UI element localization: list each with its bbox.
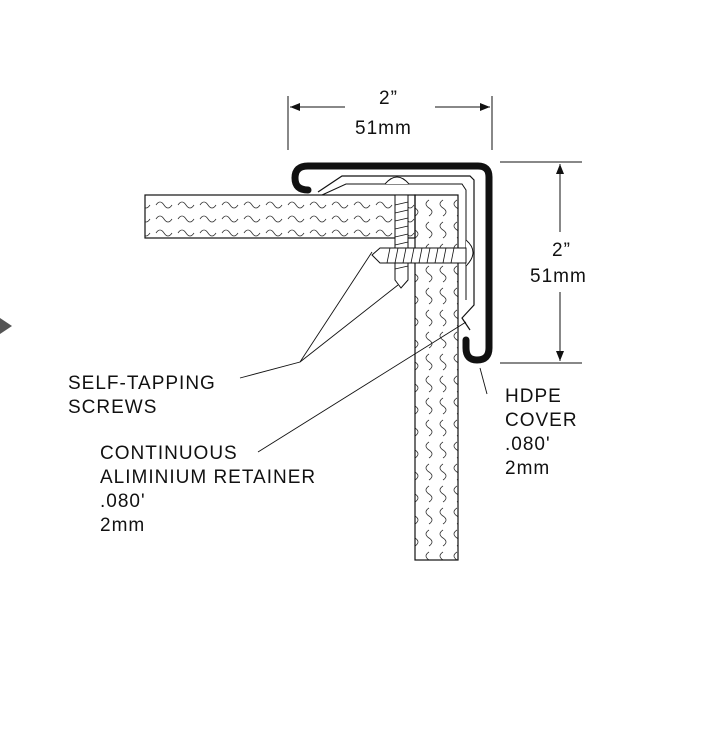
screw-horizontal — [371, 247, 467, 264]
hdpe-cover — [291, 162, 493, 364]
screws-label-1: SELF-TAPPING — [68, 373, 216, 394]
side-arrow-icon[interactable] — [0, 318, 12, 334]
leader-lines — [239, 251, 488, 453]
width-dimension — [287, 96, 493, 150]
screw-vertical — [394, 194, 409, 289]
height-dimension — [500, 161, 582, 364]
cover-label-3: .080' — [505, 434, 551, 455]
width-inch-label: 2” — [379, 88, 398, 109]
retainer-label-3: .080' — [100, 491, 146, 512]
height-mm-label: 51mm — [530, 266, 587, 287]
cover-label-2: COVER — [505, 410, 578, 431]
retainer-label-2: ALIMINIUM RETAINER — [100, 467, 316, 488]
height-inch-label: 2” — [552, 240, 571, 261]
horizontal-board — [144, 194, 416, 239]
cover-label-1: HDPE — [505, 386, 562, 407]
aluminium-retainer — [317, 175, 475, 331]
screw-head-top — [384, 176, 410, 185]
width-mm-label: 51mm — [355, 118, 412, 139]
screws-label-2: SCREWS — [68, 397, 157, 418]
retainer-label-1: CONTINUOUS — [100, 443, 238, 464]
retainer-label-4: 2mm — [100, 515, 145, 536]
screw-head-side — [465, 239, 474, 267]
cover-label-4: 2mm — [505, 458, 550, 479]
